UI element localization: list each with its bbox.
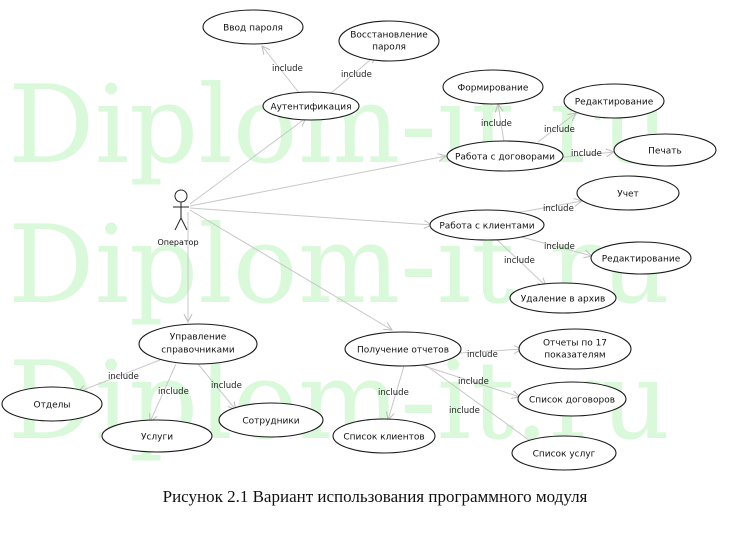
include-label: include [108, 372, 139, 382]
include-line [197, 363, 236, 410]
use-case-label: Работа с договорами [455, 153, 555, 163]
include-line [78, 359, 161, 392]
include-line [423, 363, 540, 448]
use-case-label: Аутентификация [270, 103, 351, 113]
include-line [459, 349, 522, 353]
use-case-pechat: Печать [613, 133, 717, 167]
use-case-label: Отделы [34, 401, 71, 411]
use-case-label: Получение отчетов [357, 346, 449, 356]
assoc-dogovory [189, 156, 446, 207]
use-case-upravlenie-spravochnikami: Управление справочниками [138, 323, 258, 365]
include-label: include [449, 406, 480, 416]
use-case-label: Формирование [458, 84, 529, 94]
actor-leg-left [174, 217, 182, 231]
use-case-label: показателям [544, 351, 605, 361]
include-label: include [543, 204, 574, 214]
use-case-label: Список договоров [529, 396, 615, 406]
use-case-label: Редактирование [575, 98, 654, 108]
use-case-redaktirovanie-dogovorov: Редактирование [563, 83, 665, 119]
use-case-spisok-uslug: Список услуг [511, 435, 617, 471]
diagram-canvas: Diplom-it.ru Diplom-it.ru Diplom-it.ru i… [1, 9, 717, 471]
use-case-vosstanovlenie-parolya: Восстановление пароля [338, 20, 440, 62]
use-case-udalenie-v-arhiv: Удаление в архив [509, 282, 617, 314]
use-case-vvod-parolya: Ввод пароля [202, 9, 304, 45]
use-case-label: Восстановление [350, 31, 428, 41]
use-case-label: Удаление в архив [521, 295, 606, 305]
use-case-label: Список клиентов [343, 433, 424, 443]
use-case-spisok-klientov: Список клиентов [332, 418, 436, 454]
use-case-uslugi: Услуги [101, 419, 213, 453]
use-case-rabota-s-dogovorami: Работа с договорами [446, 140, 564, 172]
include-label: include [467, 350, 498, 360]
use-case-label: Учет [617, 190, 639, 200]
include-label: include [544, 242, 575, 252]
use-case-label: Услуги [141, 433, 173, 443]
use-case-sotrudniki: Сотрудники [218, 402, 324, 438]
use-case-label: Работа с клиентами [439, 222, 534, 232]
use-case-label: Сотрудники [242, 417, 299, 427]
use-case-label: справочниками [161, 346, 235, 356]
actor-leg-right [180, 217, 188, 231]
actor-head [174, 189, 188, 203]
include-label: include [458, 377, 489, 387]
include-line [388, 365, 405, 420]
use-case-poluchenie-otchetov: Получение отчетов [344, 331, 462, 367]
use-case-redaktirovanie-klientov: Редактирование [590, 241, 692, 275]
include-relationships [78, 46, 614, 448]
use-case-rabota-s-klientami: Работа с клиентами [429, 209, 545, 241]
actor-operator: Оператор [157, 189, 199, 247]
use-case-spisok-dogovorov: Список договоров [517, 381, 627, 417]
include-line [498, 104, 505, 143]
include-line [262, 46, 301, 95]
use-case-uchet: Учет [576, 175, 680, 211]
use-case-otchety-po-17-pokazatelyam: Отчеты по 17 показателям [518, 328, 632, 370]
include-line [513, 234, 592, 256]
include-label: include [481, 119, 512, 129]
use-case-label: Управление [170, 333, 227, 343]
include-line [537, 113, 576, 143]
include-label: include [378, 388, 409, 398]
include-line [329, 55, 376, 95]
include-label: include [272, 64, 303, 74]
assoc-otchety [189, 209, 392, 330]
figure-caption: Рисунок 2.1 Вариант использования програ… [162, 487, 588, 506]
include-labels: include include include include include … [108, 64, 602, 416]
actor-associations [188, 118, 446, 330]
use-case-label: Список услуг [533, 450, 596, 460]
include-line [509, 201, 582, 215]
assoc-klienty [189, 207, 432, 225]
include-line [493, 236, 546, 286]
include-label: include [504, 256, 535, 266]
use-case-label: Печать [648, 147, 682, 157]
include-label: include [158, 387, 189, 397]
use-case-label: пароля [372, 43, 406, 53]
use-case-label: Ввод пароля [223, 24, 283, 34]
include-label: include [544, 125, 575, 135]
include-label: include [211, 381, 242, 391]
use-case-label: Отчеты по 17 [543, 339, 607, 349]
use-case-label: Редактирование [602, 255, 681, 265]
use-case-autentifikaciya: Аутентификация [262, 91, 360, 121]
include-line [417, 363, 520, 397]
use-case-otdely: Отделы [1, 386, 103, 422]
include-line [150, 363, 177, 422]
actor-label: Оператор [157, 238, 198, 247]
use-case-formirovanie: Формирование [442, 69, 544, 105]
include-label: include [571, 149, 602, 159]
include-line [555, 152, 614, 159]
assoc-autentifikaciya [189, 118, 306, 205]
include-label: include [341, 70, 372, 80]
